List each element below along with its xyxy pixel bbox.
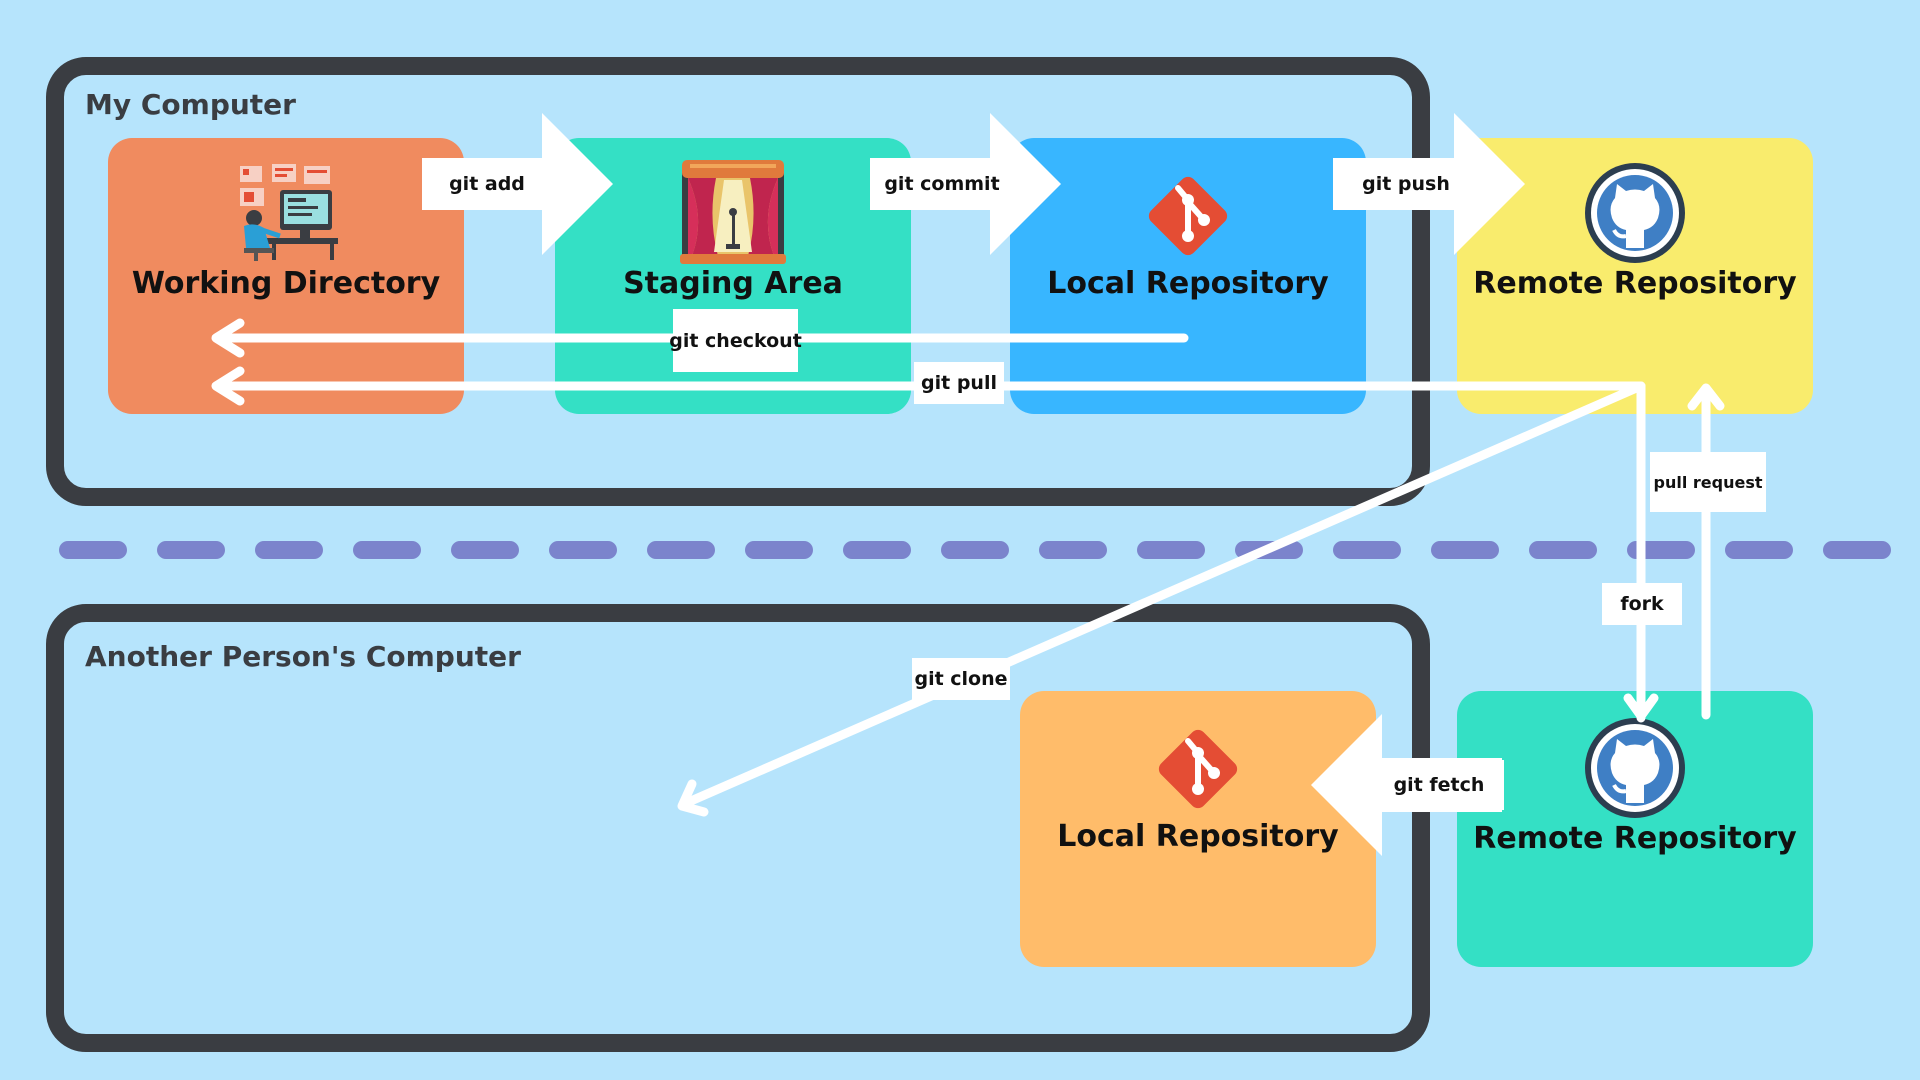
another-computer-frame	[46, 604, 1430, 1052]
person-at-computer-icon	[236, 162, 340, 266]
my-computer-title: My Computer	[85, 88, 296, 121]
local-repository-other-node: Local Repository	[1020, 691, 1376, 967]
fork-label: fork	[1602, 583, 1682, 625]
git-logo-icon	[1148, 719, 1248, 823]
git-clone-label: git clone	[912, 658, 1010, 700]
stage-curtain-icon	[678, 158, 788, 272]
another-computer-title: Another Person's Computer	[85, 640, 521, 673]
github-octocat-icon	[1582, 160, 1688, 270]
remote-repository-other-node: Remote Repository	[1457, 691, 1813, 967]
git-fetch-label: git fetch	[1374, 760, 1504, 810]
staging-area-title: Staging Area	[623, 266, 843, 301]
git-logo-icon	[1138, 166, 1238, 270]
git-commit-label: git commit	[872, 164, 1012, 204]
local-repository-other-title: Local Repository	[1057, 819, 1339, 854]
local-repository-node: Local Repository	[1010, 138, 1366, 414]
working-directory-node: Working Directory	[108, 138, 464, 414]
remote-repository-node: Remote Repository	[1457, 138, 1813, 414]
git-clone-arrow	[679, 381, 1646, 809]
pull-request-label: pull request	[1650, 452, 1766, 512]
git-pull-label: git pull	[914, 362, 1004, 404]
git-push-label: git push	[1336, 164, 1476, 204]
fork-arrowhead	[1623, 693, 1659, 721]
github-octocat-icon	[1582, 715, 1688, 825]
working-directory-title: Working Directory	[131, 266, 441, 301]
local-repository-title: Local Repository	[1047, 266, 1329, 301]
git-checkout-label: git checkout	[669, 309, 802, 372]
git-add-label: git add	[424, 164, 550, 204]
remote-repository-other-title: Remote Repository	[1473, 821, 1797, 856]
remote-repository-title: Remote Repository	[1473, 266, 1797, 301]
